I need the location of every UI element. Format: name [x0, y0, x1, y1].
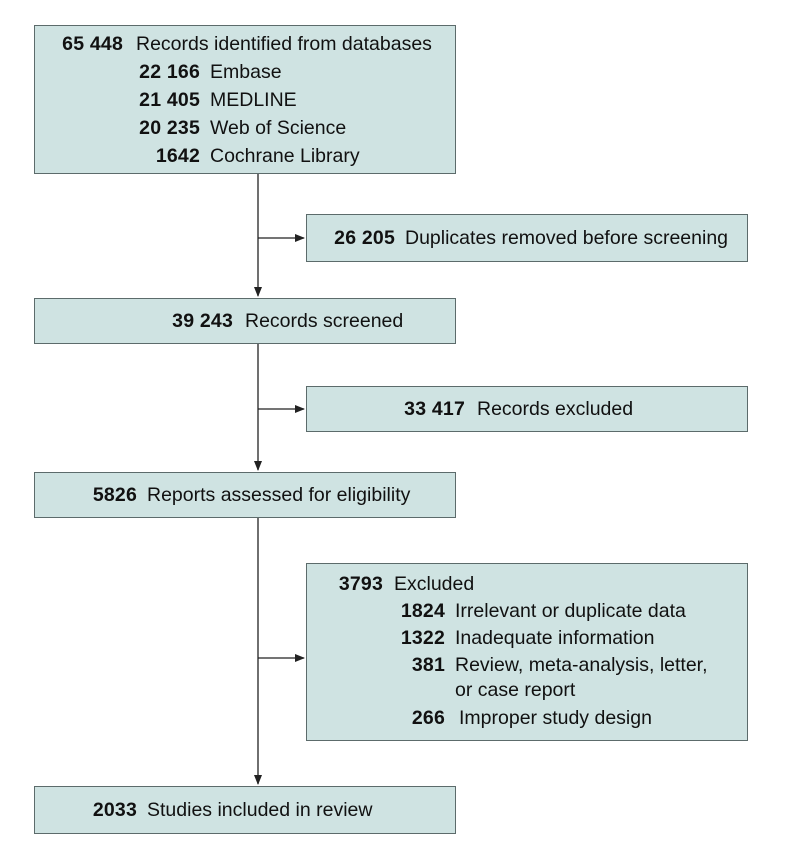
source-row: 22 166 Embase	[35, 60, 455, 84]
identified-box: 65 448 Records identified from databases…	[34, 25, 456, 174]
identified-row: 65 448 Records identified from databases	[35, 32, 455, 56]
source-label: MEDLINE	[210, 89, 297, 111]
reason-count: 1824	[400, 600, 445, 622]
source-label: Cochrane Library	[210, 145, 360, 167]
source-row: 20 235 Web of Science	[35, 116, 455, 140]
assessed-row: 5826 Reports assessed for eligibility	[35, 483, 455, 507]
reason-label-line2: or case report	[455, 679, 576, 701]
reason-row: 266 Improper study design	[307, 706, 747, 730]
reason-count: 1322	[400, 627, 445, 649]
reason-label: Improper study design	[459, 707, 652, 729]
duplicates-box: 26 205 Duplicates removed before screeni…	[306, 214, 748, 262]
duplicates-label: Duplicates removed before screening	[405, 227, 729, 249]
duplicates-row: 26 205 Duplicates removed before screeni…	[307, 226, 747, 250]
included-box: 2033 Studies included in review	[34, 786, 456, 834]
source-label: Embase	[210, 61, 282, 83]
included-label: Studies included in review	[147, 799, 373, 821]
screened-count: 39 243	[172, 310, 233, 332]
excluded-box: 3793 Excluded 1824 Irrelevant or duplica…	[306, 563, 748, 741]
assessed-count: 5826	[92, 484, 137, 506]
reason-count: 266	[411, 707, 445, 729]
identified-label: Records identified from databases	[136, 33, 432, 55]
source-row: 21 405 MEDLINE	[35, 88, 455, 112]
records-excluded-count: 33 417	[404, 398, 465, 420]
source-count: 21 405	[139, 89, 200, 111]
screened-box: 39 243 Records screened	[34, 298, 456, 344]
screened-row: 39 243 Records screened	[35, 309, 455, 333]
source-row: 1642 Cochrane Library	[35, 144, 455, 168]
duplicates-count: 26 205	[334, 227, 395, 249]
identified-count: 65 448	[62, 33, 123, 55]
assessed-label: Reports assessed for eligibility	[147, 484, 411, 506]
excluded-label: Excluded	[394, 573, 475, 595]
source-count: 1642	[155, 145, 200, 167]
screened-label: Records screened	[245, 310, 404, 332]
reason-count: 381	[411, 654, 445, 676]
source-count: 20 235	[139, 117, 200, 139]
records-excluded-row: 33 417 Records excluded	[307, 397, 747, 421]
reason-row-continued: or case report	[307, 678, 747, 702]
records-excluded-box: 33 417 Records excluded	[306, 386, 748, 432]
reason-row: 381 Review, meta-analysis, letter,	[307, 653, 747, 677]
included-row: 2033 Studies included in review	[35, 798, 455, 822]
records-excluded-label: Records excluded	[477, 398, 634, 420]
source-label: Web of Science	[210, 117, 347, 139]
reason-row: 1322 Inadequate information	[307, 626, 747, 650]
assessed-box: 5826 Reports assessed for eligibility	[34, 472, 456, 518]
included-count: 2033	[92, 799, 137, 821]
excluded-row: 3793 Excluded	[307, 572, 747, 596]
reason-row: 1824 Irrelevant or duplicate data	[307, 599, 747, 623]
reason-label: Irrelevant or duplicate data	[455, 600, 686, 622]
reason-label: Review, meta-analysis, letter,	[455, 654, 708, 676]
reason-label: Inadequate information	[455, 627, 655, 649]
excluded-count: 3793	[338, 573, 383, 595]
source-count: 22 166	[139, 61, 200, 83]
